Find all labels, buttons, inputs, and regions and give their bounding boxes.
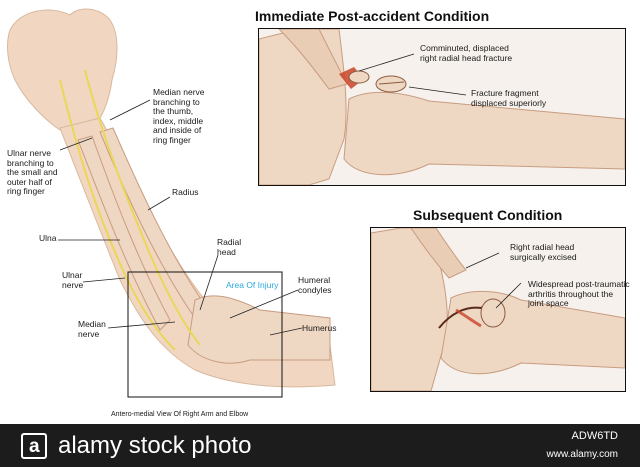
comminuted-label: Comminuted, displaced right radial head … <box>420 43 513 63</box>
footer-url: www.alamy.com <box>546 449 619 460</box>
arm-illustration <box>7 8 336 398</box>
radius-label: Radius <box>172 187 199 197</box>
hand-shape <box>7 8 118 131</box>
subsequent-illustration <box>371 228 625 391</box>
ulna-label: Ulna <box>39 233 57 243</box>
alamy-logo-icon: a <box>21 433 47 459</box>
arthritis-label: Widespread post-traumatic arthritis thro… <box>528 279 630 308</box>
post-accident-heading: Immediate Post-accident Condition <box>255 8 490 24</box>
median-branching-label: Median nerve branching to the thumb, ind… <box>153 87 205 145</box>
median-nerve-label: Median nerve <box>78 319 106 339</box>
fragment-label: Fracture fragment displaced superiorly <box>471 88 547 108</box>
subsequent-heading: Subsequent Condition <box>413 207 563 223</box>
ulna-bone <box>77 135 171 331</box>
post-accident-illustration <box>259 29 625 185</box>
injury-box <box>127 271 283 398</box>
caption-label: Antero-medial View Of Right Arm and Elbo… <box>111 411 249 418</box>
humerus-bone <box>187 295 331 364</box>
excised-label: Right radial head surgically excised <box>510 242 577 262</box>
stock-footer: a alamy stock photo ADW6TD www.alamy.com <box>0 424 640 467</box>
median-nerve-line <box>84 69 201 346</box>
humerus-label: Humerus <box>302 323 337 333</box>
ulnar-nerve-label: Ulnar nerve <box>62 270 84 290</box>
humeral-condyles-label: Humeral condyles <box>298 275 332 295</box>
area-of-injury-label: Area Of Injury <box>226 280 279 290</box>
ulnar-branching-label: Ulnar nerve branching to the small and o… <box>7 148 58 196</box>
post-accident-panel <box>258 28 626 186</box>
footer-brand: alamy stock photo <box>58 432 252 459</box>
footer-code: ADW6TD <box>571 430 618 442</box>
radial-head-label: Radial head <box>217 237 242 257</box>
subsequent-panel <box>370 227 626 392</box>
